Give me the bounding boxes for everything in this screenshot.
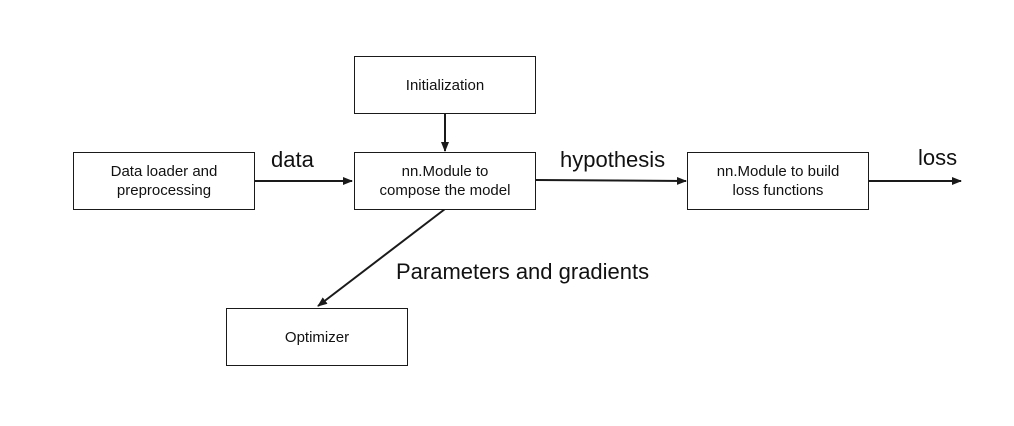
optimizer-label: Optimizer bbox=[284, 328, 350, 346]
loss-module-label: nn.Module to build loss functions bbox=[716, 163, 840, 199]
edge-label-data: data bbox=[271, 147, 314, 172]
loss-module-node: nn.Module to build loss functions bbox=[687, 152, 869, 210]
data-loader-node: Data loader and preprocessing bbox=[73, 152, 255, 210]
edge-label-hypothesis: hypothesis bbox=[560, 147, 666, 172]
initialization-node: Initialization bbox=[354, 56, 536, 114]
edge-label-loss: loss bbox=[918, 145, 958, 170]
model-node: nn.Module to compose the model bbox=[354, 152, 536, 210]
model-label: nn.Module to compose the model bbox=[379, 163, 511, 199]
edge-label-params: Parameters and gradients bbox=[396, 259, 650, 284]
arrow-model-to-optimizer bbox=[317, 208, 446, 307]
optimizer-node: Optimizer bbox=[226, 308, 408, 366]
initialization-label: Initialization bbox=[405, 76, 485, 94]
data-loader-label: Data loader and preprocessing bbox=[110, 163, 218, 199]
arrow-model-to-loss bbox=[535, 176, 687, 185]
